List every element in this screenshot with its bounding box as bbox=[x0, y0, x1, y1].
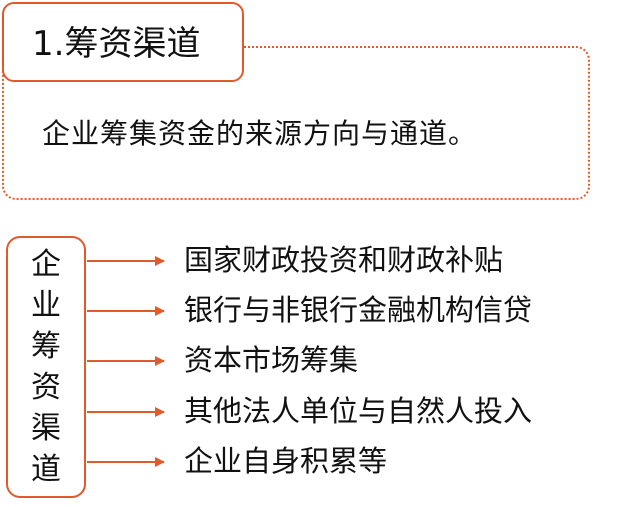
channels-label: 企 业 筹 资 渠 道 bbox=[8, 244, 84, 490]
definition-box bbox=[2, 46, 590, 200]
label-char: 资 bbox=[31, 370, 61, 405]
label-char: 企 bbox=[31, 247, 61, 282]
channel-item: 银行与非银行金融机构信贷 bbox=[184, 293, 533, 327]
label-char: 渠 bbox=[31, 411, 61, 446]
title-box: 1.筹资渠道 bbox=[2, 2, 244, 82]
channel-item: 其他法人单位与自然人投入 bbox=[184, 394, 533, 428]
channels-label-box: 企 业 筹 资 渠 道 bbox=[6, 236, 86, 498]
channel-item: 企业自身积累等 bbox=[184, 444, 388, 478]
definition-text: 企业筹集资金的来源方向与通道。 bbox=[42, 117, 478, 150]
channel-item: 国家财政投资和财政补贴 bbox=[184, 243, 504, 277]
section-title: 1.筹资渠道 bbox=[32, 24, 201, 64]
label-char: 业 bbox=[31, 288, 61, 323]
channel-item: 资本市场筹集 bbox=[184, 343, 359, 377]
label-char: 道 bbox=[31, 452, 61, 487]
label-char: 筹 bbox=[31, 329, 61, 364]
